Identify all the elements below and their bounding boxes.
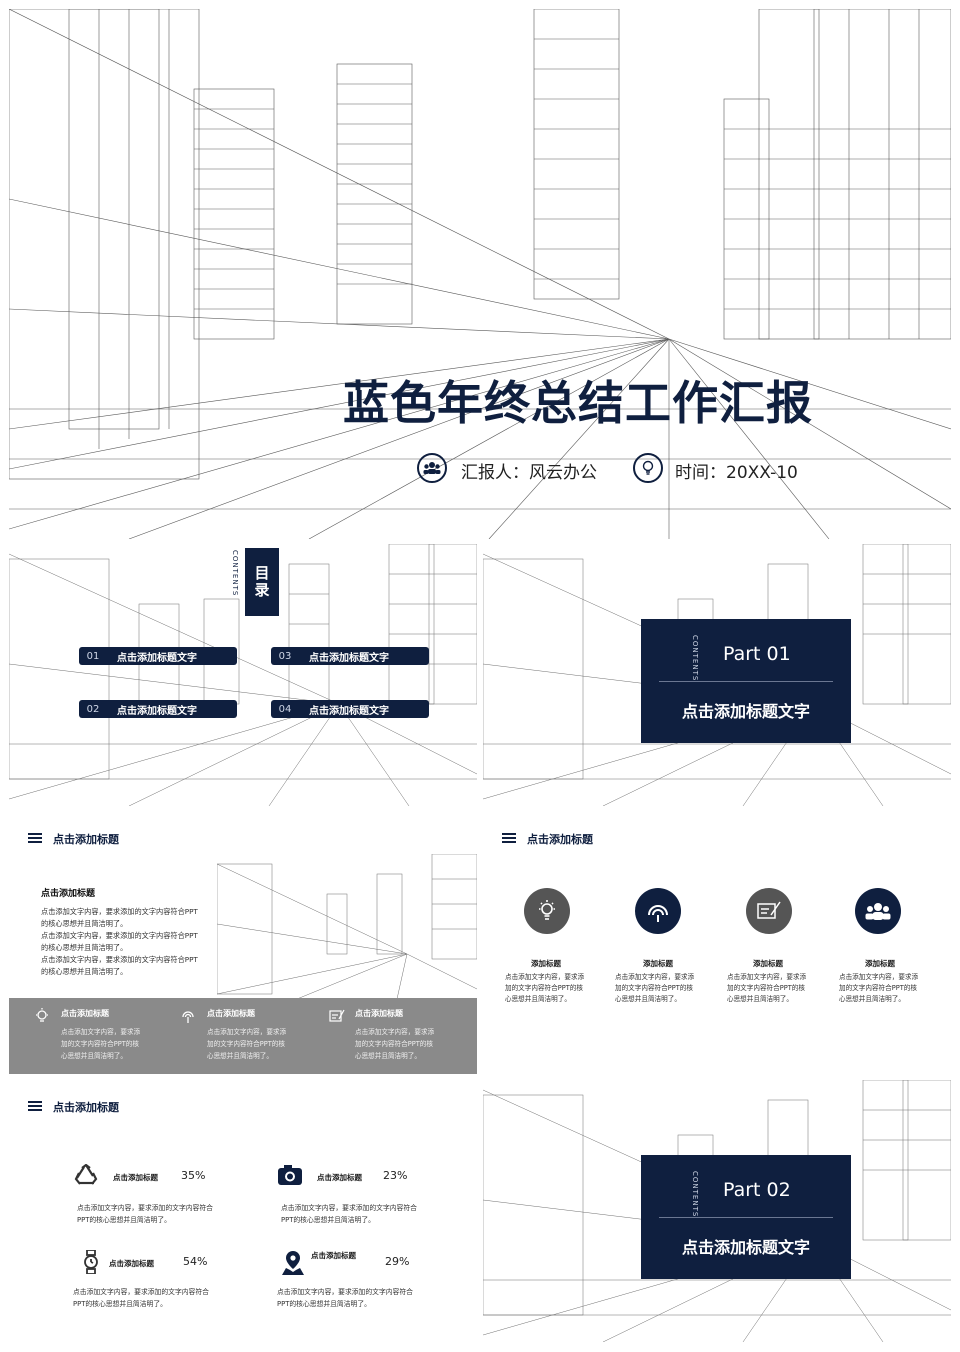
wireframe-city-illustration — [9, 544, 477, 806]
part1-slide: CONTENTS Part 01 点击添加标题文字 — [483, 544, 951, 806]
cover-title: 蓝色年终总结工作汇报 — [343, 376, 813, 430]
toc-title: 目录 — [252, 565, 271, 599]
team-icon — [855, 888, 901, 934]
content-slide-b: 点击添加标题 添加标题 点击添加文字内容，要求添 加的文字内容符合PPT的核 心… — [483, 812, 951, 1074]
slide-header: 点击添加标题 — [53, 833, 119, 846]
map-pin-icon — [282, 1251, 304, 1275]
part2-divider — [659, 1217, 833, 1218]
part1-vertical-label: CONTENTS — [691, 635, 699, 682]
feature-strip: 点击添加标题 点击添加文字内容，要求添 加的文字内容符合PPT的核 心思想并且简… — [9, 998, 477, 1074]
slide-header: 点击添加标题 — [527, 833, 593, 846]
part1-divider — [659, 681, 833, 682]
sign-icon — [329, 1009, 345, 1022]
part2-panel: CONTENTS Part 02 点击添加标题文字 — [641, 1155, 851, 1279]
part1-title: 点击添加标题文字 — [681, 702, 810, 721]
menu-icon — [28, 1101, 42, 1111]
menu-icon — [28, 833, 42, 843]
toc-subtitle: CONTENTS — [231, 550, 239, 597]
team-icon — [417, 453, 447, 483]
watch-icon — [84, 1250, 98, 1274]
cover-reporter: 汇报人：风云办公 — [461, 463, 597, 483]
cover-slide: 蓝色年终总结工作汇报 汇报人：风云办公 时间：20XX-10 — [9, 9, 951, 539]
wireframe-city-illustration — [9, 9, 951, 539]
lightbulb-icon — [36, 1008, 48, 1022]
menu-icon — [502, 833, 516, 843]
camera-icon — [278, 1165, 302, 1185]
sign-icon — [746, 888, 792, 934]
part2-title: 点击添加标题文字 — [681, 1238, 810, 1257]
content-slide-a: 点击添加标题 点击添加标题 点击添加文字内容，要求添加的文字内容符合PPT 的核… — [9, 812, 477, 1074]
part1-panel: CONTENTS Part 01 点击添加标题文字 — [641, 619, 851, 743]
wireframe-city-illustration — [217, 854, 477, 999]
part2-slide: CONTENTS Part 02 点击添加标题文字 — [483, 1080, 951, 1342]
part2-label: Part 02 — [723, 1179, 791, 1201]
slide-header: 点击添加标题 — [53, 1101, 119, 1114]
toc-title-box: 目录 — [245, 548, 279, 616]
lightbulb-icon — [633, 453, 663, 483]
content-body: 点击添加文字内容，要求添加的文字内容符合PPT 的核心思想并且简洁明了。 点击添… — [41, 907, 198, 976]
part2-vertical-label: CONTENTS — [691, 1171, 699, 1218]
recycle-icon — [74, 1164, 98, 1185]
signal-icon — [635, 888, 681, 934]
content-slide-c: 点击添加标题 点击添加标题 35% 点击添加文字内容，要求添加的文字内容符合 P… — [9, 1080, 477, 1342]
part1-label: Part 01 — [723, 643, 791, 665]
lightbulb-icon — [524, 888, 570, 934]
signal-icon — [182, 1011, 194, 1023]
cover-time: 时间：20XX-10 — [675, 463, 798, 483]
content-subtitle: 点击添加标题 — [41, 889, 96, 899]
